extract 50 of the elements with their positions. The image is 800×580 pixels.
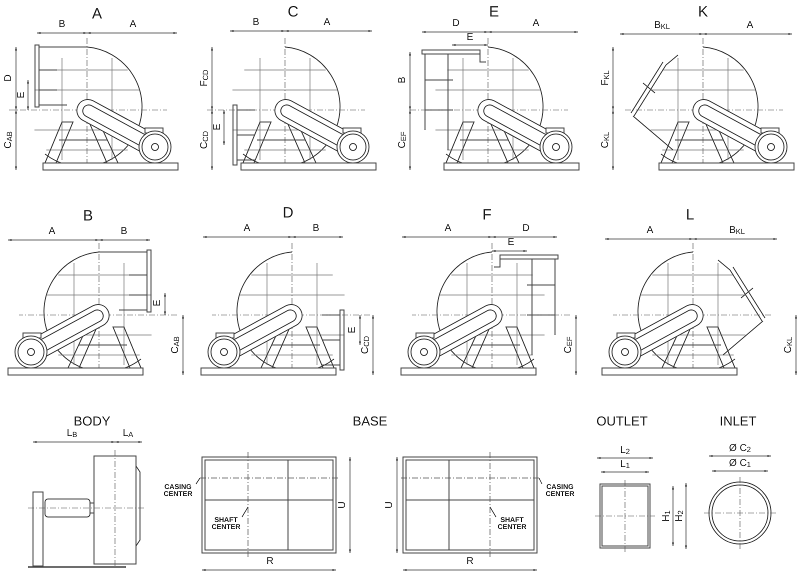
dimension-label: B [120,227,128,237]
dimension-label: L$_{B}$ [66,429,78,439]
view-title: F [482,208,492,222]
dimension-label: R [466,557,474,567]
dimension-label: Ø C$_{1}$ [729,459,751,469]
view-title: D [282,206,294,220]
dimension-label: L$_{A}$ [122,429,134,439]
view-title: C [288,4,298,20]
dimension-label: U [338,501,348,509]
leader-line [242,506,248,518]
dimension-label: E [213,124,223,130]
dimension-label: A [532,19,540,29]
dimension-label: L$_{1}$ [620,460,630,470]
dimension-label: D [522,224,530,234]
leader-line [490,506,496,518]
dimension-label: B [312,224,320,234]
leader-line [538,478,542,484]
dimension-label: L$_{2}$ [620,446,630,456]
dimension-label: B [398,76,408,84]
dimension-label: E [508,238,514,248]
dimension-label: A [444,224,452,234]
dimension-label: B [252,18,260,28]
dimension-label: B [58,20,66,30]
dimension-label: U [385,501,395,509]
dimension-label: A [244,224,250,234]
view-title: B [83,208,93,224]
view-title: A [92,6,102,22]
dimension-label: E [348,326,358,334]
dimension-label: A [48,227,56,237]
section-title: INLET [720,414,756,428]
dimension-label: A [746,21,754,31]
section-title: OUTLET [596,414,648,428]
section-title: BASE [352,414,388,428]
dimension-label: D [4,74,14,82]
dimension-label: Ø C$_{2}$ [729,444,751,454]
dimension-label: B$_{KL}$ [729,226,745,236]
dimension-label: A [646,226,654,236]
dimension-label: B$_{KL}$ [654,21,670,31]
dimension-label: R [266,557,274,567]
dimension-label: A [130,20,136,30]
view-title: K [698,4,708,20]
view-title: L [686,208,694,222]
section-title: BODY [74,414,110,428]
dimension-label: D [452,19,460,29]
dimension-label: E [17,92,27,98]
dimension-label: E [466,33,474,43]
dimension-label: A [324,18,330,28]
dimension-label: E [153,300,163,306]
leader-line [196,478,200,484]
view-title: E [489,4,499,20]
